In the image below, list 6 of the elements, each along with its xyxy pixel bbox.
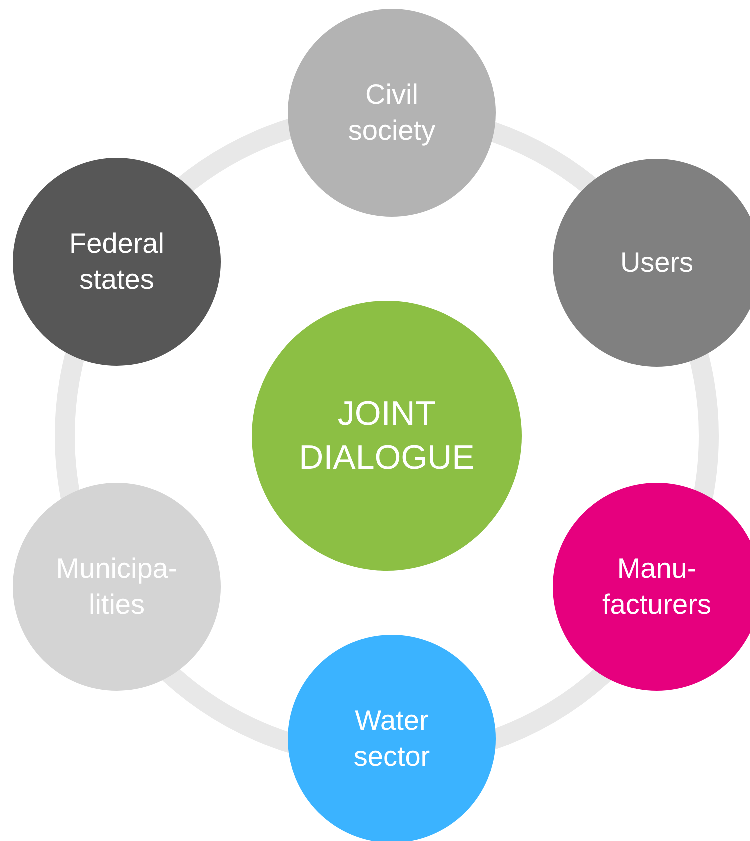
node-label: Manu- facturers	[602, 552, 712, 622]
node-label: JOINT DIALOGUE	[298, 394, 476, 479]
node-label: Civil society	[347, 78, 437, 148]
node-label: Users	[620, 246, 694, 280]
node-label: Federal states	[68, 226, 166, 297]
node-label: Water sector	[352, 704, 432, 774]
